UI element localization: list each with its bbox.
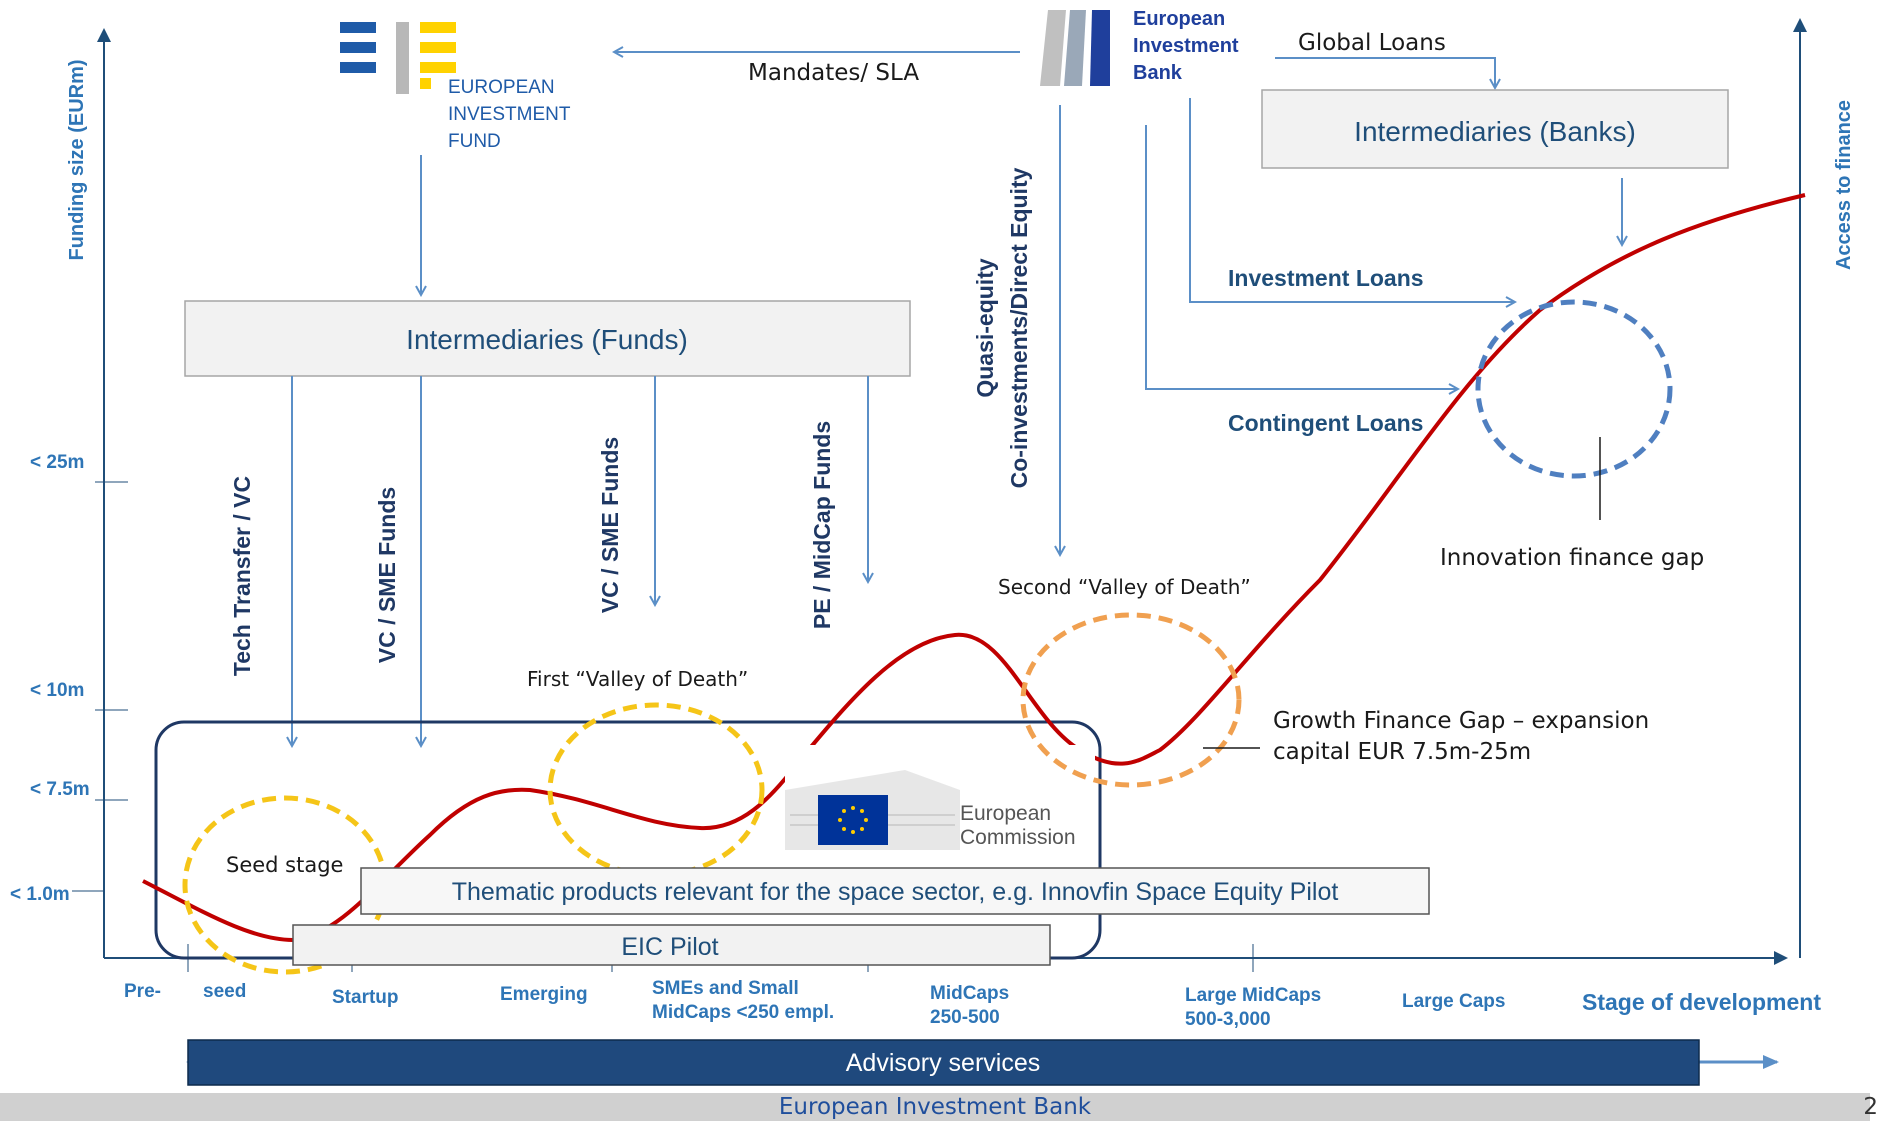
investment-loans-label: Investment Loans — [1228, 265, 1424, 291]
innovation-gap-label: Innovation finance gap — [1440, 545, 1704, 571]
y-tick-label: < 7.5m — [30, 779, 90, 800]
innovation-gap-circle — [1475, 299, 1673, 479]
intermediaries-banks-label: Intermediaries (Banks) — [1354, 116, 1636, 147]
eic-pilot-box — [292, 924, 1051, 966]
y-tick-label: < 25m — [30, 452, 84, 473]
stage-label-seed: seed — [203, 981, 246, 1002]
footer-bar — [0, 1093, 1870, 1121]
fund-type-pe-midcap: PE / MidCap Funds — [809, 421, 835, 629]
thematic-products-label: Thematic products relevant for the space… — [452, 878, 1339, 906]
investment-loans-arrow — [1189, 98, 1515, 302]
mandates-label: Mandates/ SLA — [748, 60, 919, 86]
intermediaries-funds-label: Intermediaries (Funds) — [406, 324, 688, 355]
fund-type-vc-sme-1: VC / SME Funds — [374, 487, 400, 663]
first-valley-circle — [547, 702, 765, 878]
quasi-equity-label: Quasi-equity — [972, 258, 998, 398]
y-axis-right-label: Access to finance — [1833, 100, 1855, 270]
global-loans-arrow — [1275, 57, 1495, 88]
finance-curve — [142, 193, 1806, 943]
second-valley-circle — [1020, 612, 1242, 788]
intermediaries-funds-box — [184, 300, 911, 377]
stage-label-large-caps: Large Caps — [1402, 991, 1505, 1012]
thematic-products-box — [360, 867, 1430, 915]
stage-label-preseed: Pre- — [124, 981, 161, 1002]
first-valley-label: First “Valley of Death” — [527, 667, 748, 691]
intermediaries-banks-box — [1261, 89, 1729, 169]
y-axis-left-label: Funding size (EURm) — [66, 59, 88, 260]
advisory-services-bar — [187, 1039, 1700, 1086]
second-valley-label: Second “Valley of Death” — [998, 575, 1251, 599]
fund-type-tech-transfer: Tech Transfer / VC — [229, 476, 255, 676]
page-number: 2 — [1863, 1094, 1878, 1120]
eu-flag-icon — [818, 795, 888, 845]
global-loans-label: Global Loans — [1298, 30, 1446, 56]
footer-title: European Investment Bank — [778, 1094, 1092, 1120]
y-tick-label: < 1.0m — [10, 884, 70, 905]
contingent-loans-arrow — [1145, 125, 1458, 389]
advisory-services-label: Advisory services — [846, 1049, 1041, 1077]
axes: Funding size (EURm) Access to finance St… — [10, 18, 1855, 1030]
x-axis-label: Stage of development — [1582, 989, 1821, 1015]
stage-label-startup: Startup — [332, 987, 399, 1008]
fund-type-vc-sme-2: VC / SME Funds — [597, 437, 623, 613]
eic-pilot-label: EIC Pilot — [621, 933, 718, 961]
y-tick-label: < 10m — [30, 680, 84, 701]
co-investments-label: Co-investments/Direct Equity — [1006, 167, 1032, 488]
seed-stage-label: Seed stage — [226, 853, 343, 877]
contingent-loans-label: Contingent Loans — [1228, 410, 1423, 436]
stage-label-emerging: Emerging — [500, 984, 588, 1005]
